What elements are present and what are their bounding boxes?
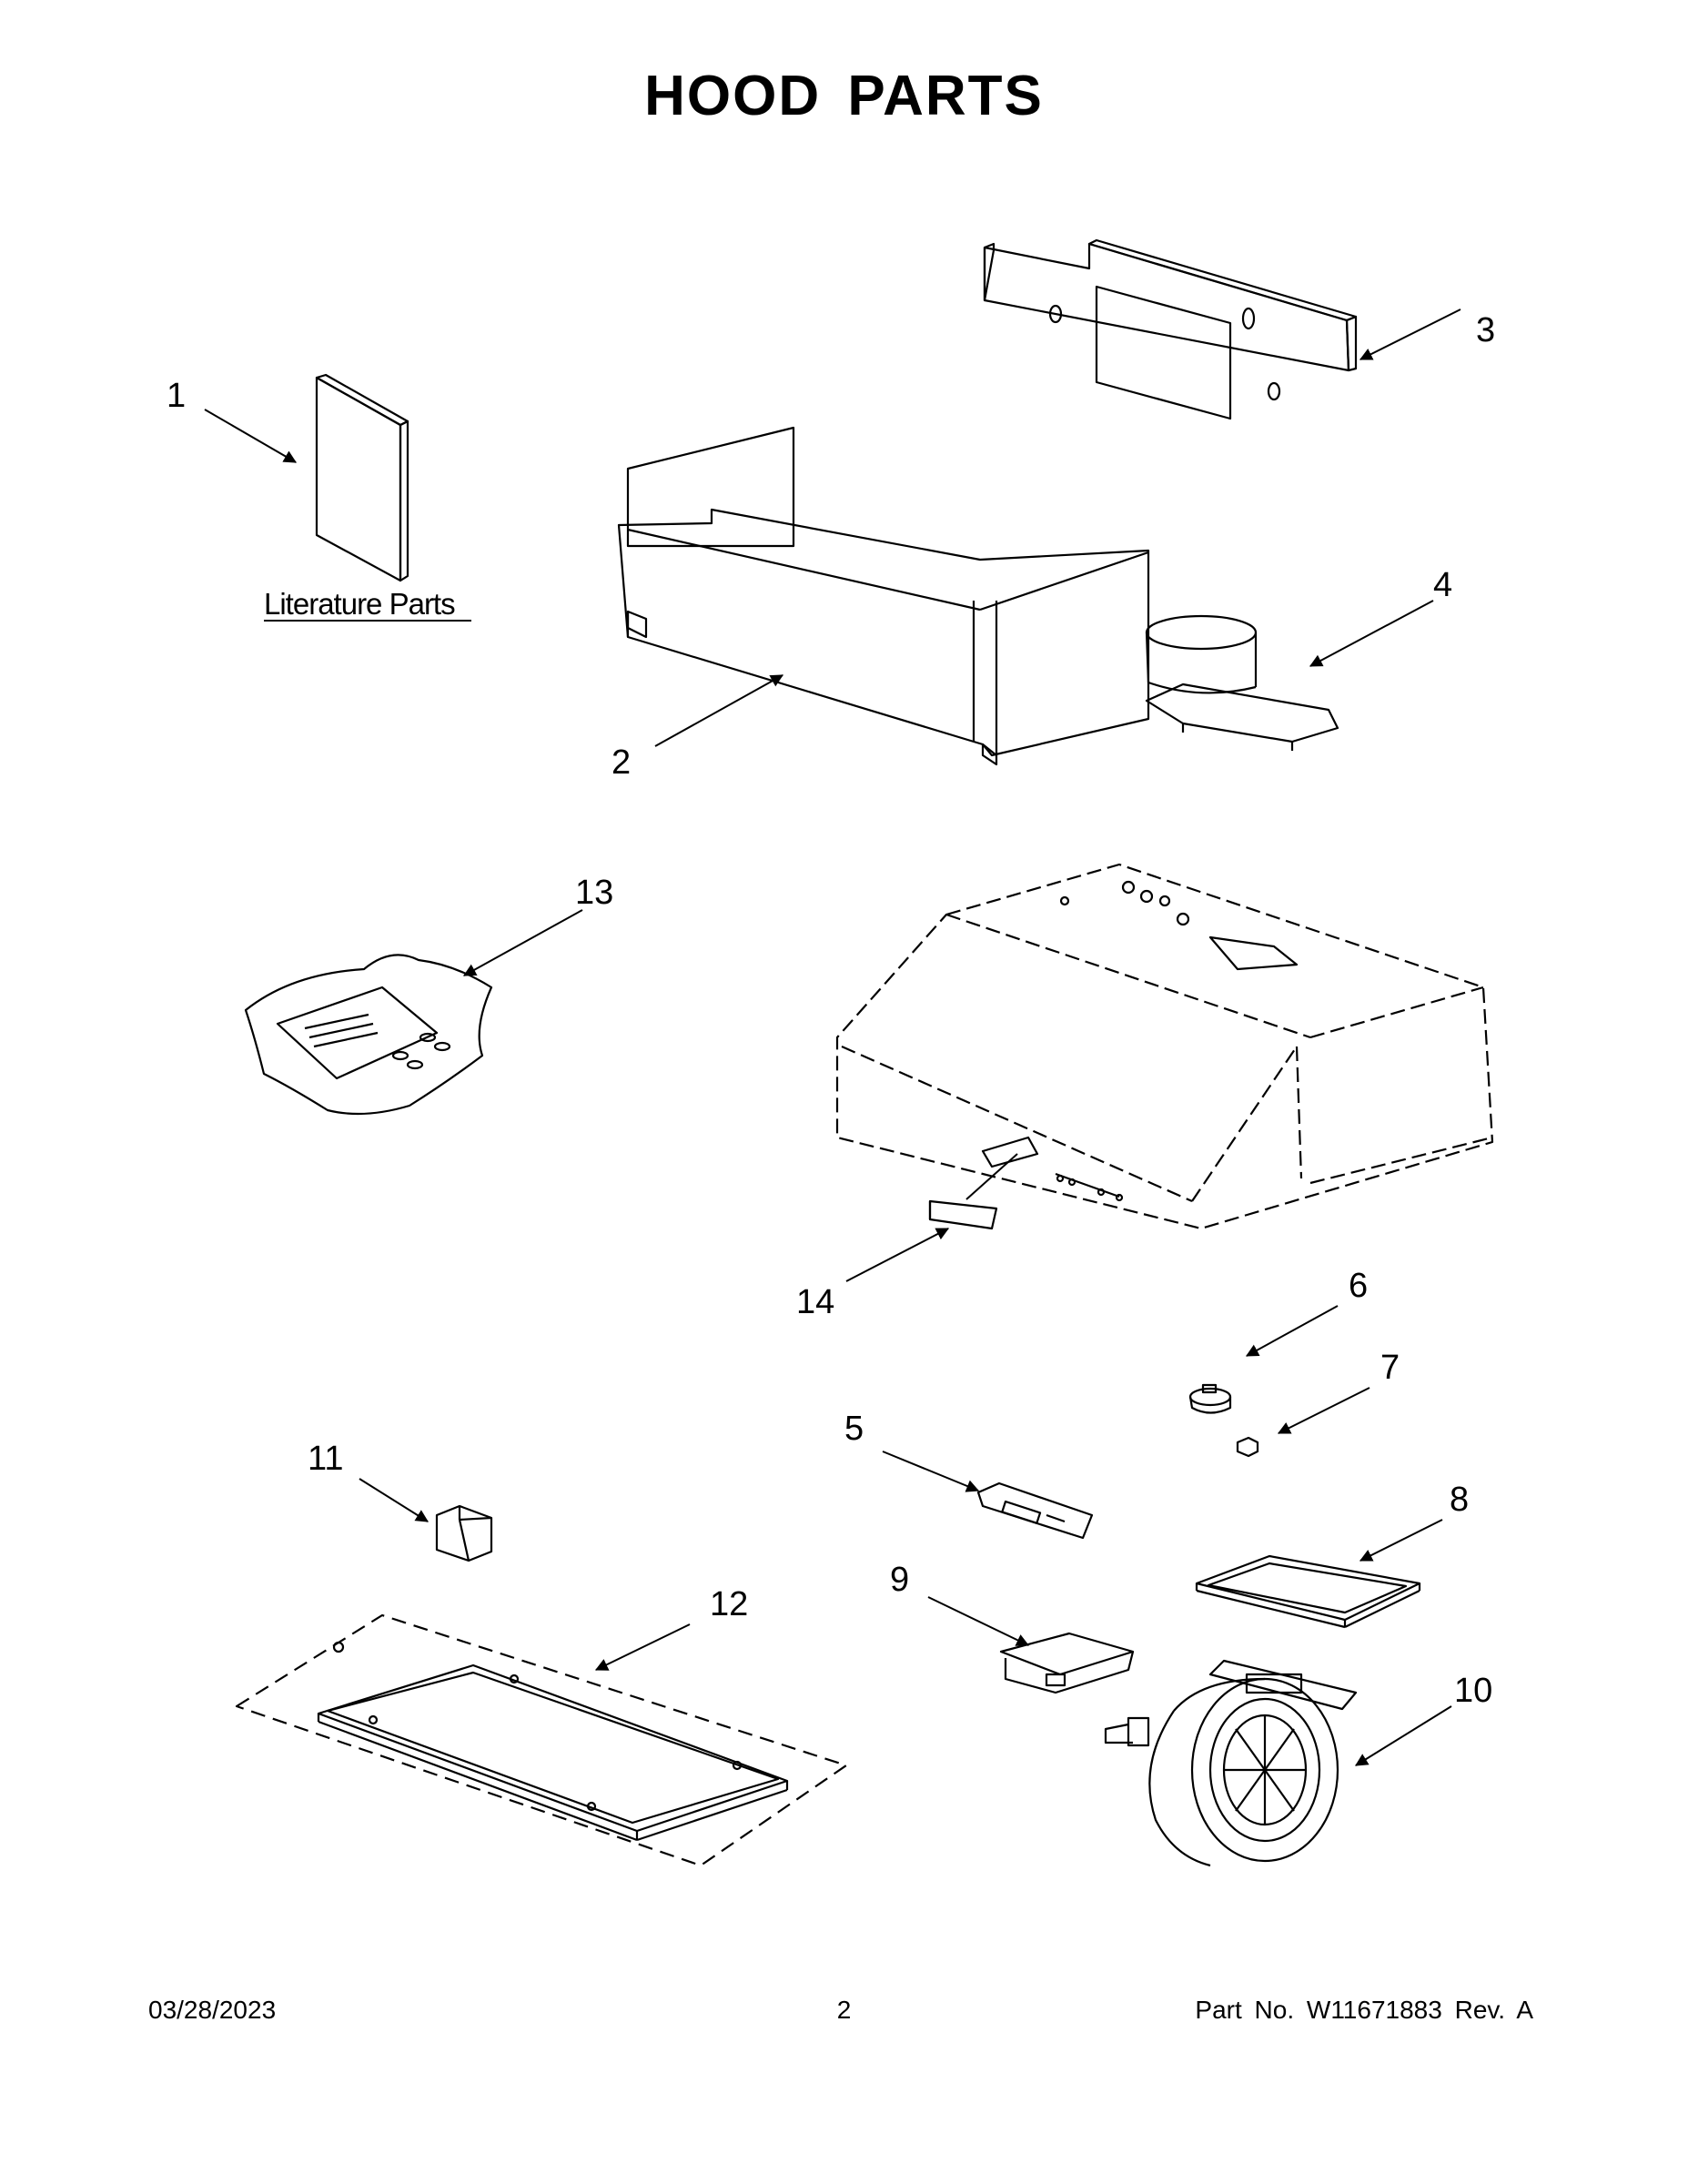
part-6-knob — [1188, 1383, 1232, 1414]
arrow-3 — [1359, 308, 1461, 360]
hood-details — [981, 880, 1299, 1202]
arrow-2 — [654, 674, 784, 747]
part-11-box — [435, 1504, 493, 1562]
callout-5: 5 — [844, 1410, 864, 1448]
part-13-manual — [244, 954, 493, 1116]
part-10-blower — [1104, 1659, 1358, 1867]
hood-body — [835, 863, 1494, 1230]
arrow-13 — [462, 909, 583, 976]
callout-4: 4 — [1433, 566, 1452, 604]
part-8-filter — [1195, 1554, 1421, 1629]
arrow-10 — [1355, 1705, 1452, 1766]
callout-11: 11 — [308, 1440, 343, 1478]
arrow-1 — [204, 409, 298, 463]
arrow-6 — [1245, 1305, 1339, 1357]
literature-parts-label: Literature Parts — [264, 587, 455, 621]
footer-page-number: 2 — [836, 1996, 852, 2024]
part-7-clip — [1236, 1436, 1259, 1458]
callout-8: 8 — [1450, 1481, 1469, 1519]
callout-12: 12 — [710, 1585, 748, 1623]
callout-10: 10 — [1454, 1672, 1492, 1710]
callout-3: 3 — [1476, 311, 1495, 349]
arrow-14b — [965, 1153, 1018, 1200]
footer-part-number: Part No. W11671883 Rev. A — [1195, 1996, 1533, 2024]
callout-6: 6 — [1349, 1267, 1368, 1305]
part-1-literature — [315, 373, 409, 582]
arrow-5 — [882, 1451, 980, 1492]
callout-14: 14 — [796, 1283, 834, 1321]
part-9-power-board — [999, 1632, 1135, 1694]
page-title: HOOD PARTS — [644, 65, 1044, 127]
callout-2: 2 — [612, 743, 631, 782]
arrow-14 — [845, 1228, 950, 1282]
part-5-control-board — [976, 1481, 1094, 1540]
part-12-panel — [235, 1613, 848, 1867]
part-2-cover — [617, 426, 1150, 766]
part-3-back-panel — [983, 238, 1358, 420]
arrow-7 — [1277, 1387, 1370, 1434]
leader-arrows — [204, 308, 1461, 1766]
callout-9: 9 — [890, 1561, 909, 1599]
footer-date: 03/28/2023 — [148, 1996, 277, 2024]
callout-1: 1 — [167, 377, 186, 415]
arrow-11 — [359, 1478, 429, 1522]
arrow-12 — [594, 1623, 691, 1671]
callout-13: 13 — [575, 874, 613, 912]
arrow-4 — [1309, 600, 1434, 667]
part-4-damper — [1145, 614, 1339, 751]
arrow-8 — [1359, 1519, 1443, 1562]
callout-7: 7 — [1380, 1349, 1400, 1387]
arrow-9 — [927, 1596, 1030, 1646]
part-14-plate — [928, 1199, 998, 1230]
